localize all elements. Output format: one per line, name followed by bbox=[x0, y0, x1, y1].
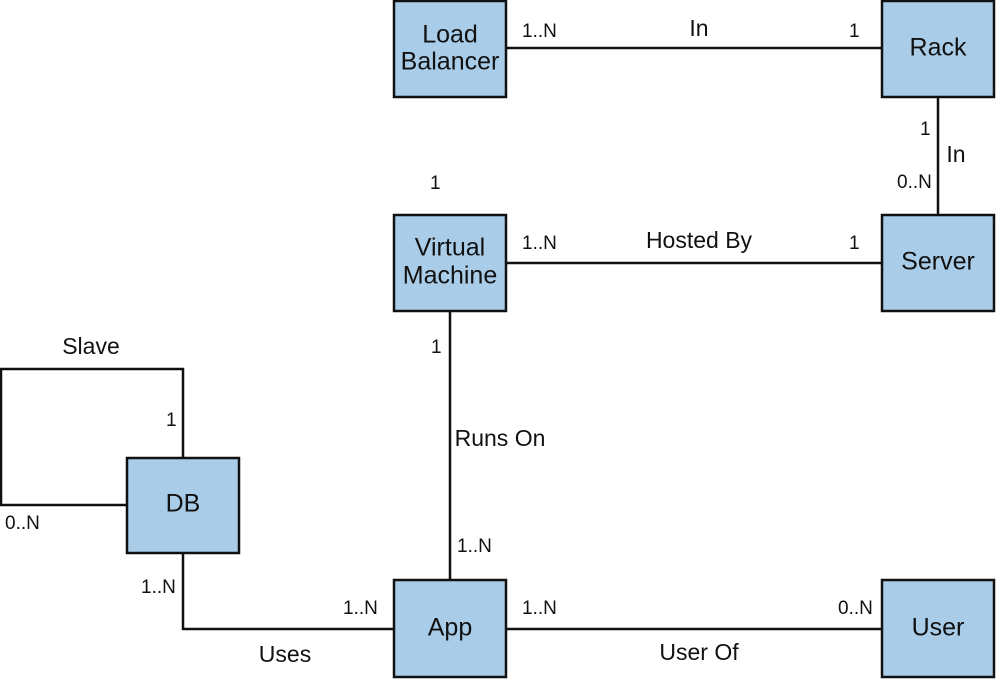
rel-label-rack-server: In bbox=[946, 141, 965, 167]
card-lb-rack-lb: 1..N bbox=[522, 21, 557, 42]
entity-user[interactable]: User bbox=[880, 578, 996, 679]
server-label: Server bbox=[901, 248, 975, 276]
card-db-app-db: 1..N bbox=[141, 577, 176, 598]
card-rack-server-rack: 1 bbox=[920, 119, 931, 140]
entity-db[interactable]: DB bbox=[125, 456, 241, 555]
rel-label-vm-server: Hosted By bbox=[646, 227, 753, 253]
entity-server[interactable]: Server bbox=[880, 213, 996, 313]
rack-label: Rack bbox=[910, 34, 967, 62]
card-db-slave-left: 0..N bbox=[5, 513, 40, 534]
card-vm-server-vm: 1..N bbox=[522, 233, 557, 254]
rel-label-db-slave: Slave bbox=[62, 333, 120, 359]
entity-app[interactable]: App bbox=[392, 578, 508, 679]
card-rack-server-server: 0..N bbox=[897, 172, 932, 193]
card-app-vm-vm: 1 bbox=[431, 337, 442, 358]
virtual-machine-label-line1: Virtual bbox=[415, 234, 485, 262]
card-app-vm-app: 1..N bbox=[457, 536, 492, 557]
app-label: App bbox=[428, 614, 472, 642]
card-lb-rack-rack: 1 bbox=[849, 21, 860, 42]
rel-label-lb-rack: In bbox=[689, 15, 708, 41]
virtual-machine-label-line2: Machine bbox=[403, 262, 498, 290]
entity-rack[interactable]: Rack bbox=[880, 0, 996, 99]
rel-label-app-user: User Of bbox=[659, 639, 739, 665]
user-label: User bbox=[912, 614, 965, 642]
card-vm-extra: 1 bbox=[430, 173, 441, 194]
rel-label-db-app: Uses bbox=[259, 641, 311, 667]
card-app-user-app: 1..N bbox=[522, 598, 557, 619]
card-db-slave-top: 1 bbox=[166, 410, 177, 431]
db-label: DB bbox=[166, 490, 201, 518]
entity-load-balancer[interactable]: Load Balancer bbox=[392, 0, 508, 99]
load-balancer-label-line2: Balancer bbox=[401, 48, 500, 76]
edge-db-slave-loop bbox=[0, 367, 185, 507]
entity-virtual-machine[interactable]: Virtual Machine bbox=[392, 213, 508, 313]
card-vm-server-server: 1 bbox=[849, 233, 860, 254]
edge-db-app bbox=[181, 553, 394, 631]
card-db-app-app: 1..N bbox=[343, 598, 378, 619]
rel-label-app-vm: Runs On bbox=[455, 425, 546, 451]
load-balancer-label-line1: Load bbox=[422, 21, 478, 49]
card-app-user-user: 0..N bbox=[838, 598, 873, 619]
